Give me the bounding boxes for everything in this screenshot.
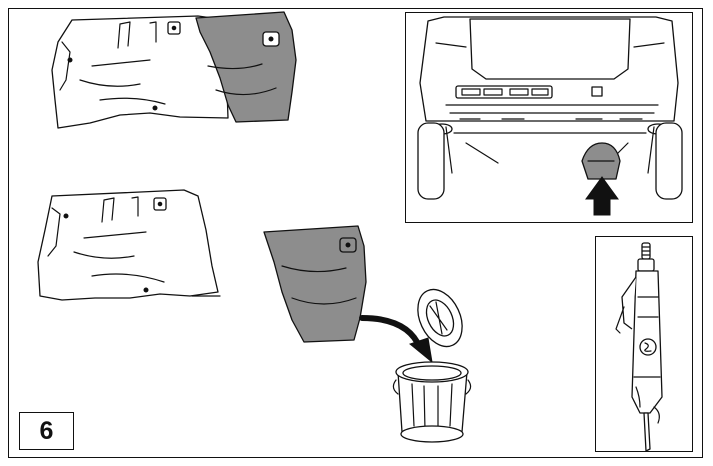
floor-panel-with-cut-section (52, 12, 296, 128)
pneumatic-saw (596, 237, 694, 453)
car-underbody-panel (405, 12, 693, 223)
trash-bin (393, 282, 470, 442)
tool-panel (595, 236, 693, 452)
car-rear-underbody (406, 13, 694, 224)
floor-panel-cut (38, 190, 220, 300)
step-number: 6 (19, 412, 74, 450)
removed-wheel-arch-section (264, 226, 366, 342)
